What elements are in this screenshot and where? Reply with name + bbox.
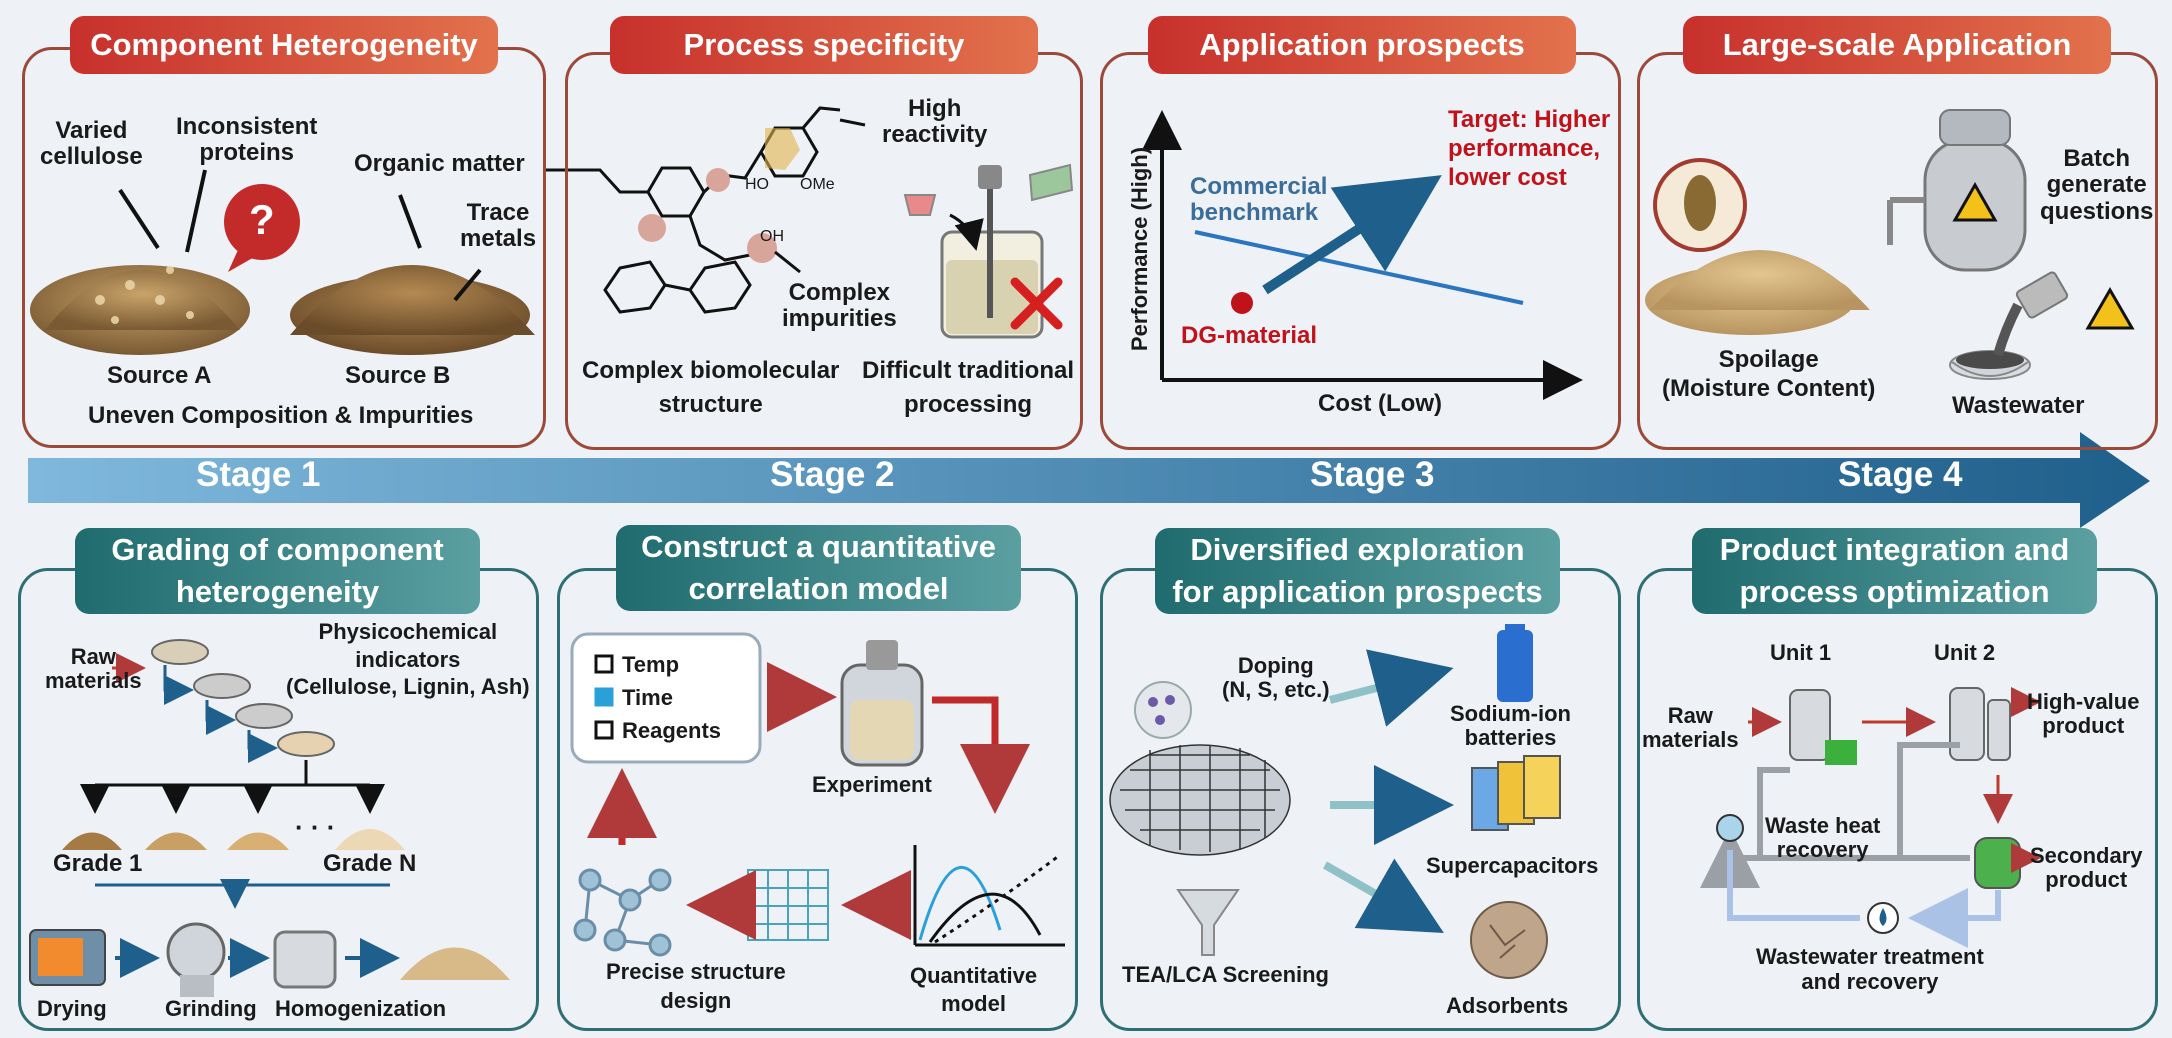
label-wastewater: Wastewater [1952,392,2085,419]
label-oh: OH [760,228,784,245]
label-complex-biomolecular: Complex biomolecular structure [582,357,840,418]
caption-uneven: Uneven Composition & Impurities [88,402,474,429]
battery-icon [1497,630,1533,702]
label-dots: · · · [295,812,336,842]
label-target: Target: Higher performance, lower cost [1448,106,1611,191]
label-complex-impurities: Complex impurities [782,279,897,333]
stage-arrow [28,432,2150,528]
label-source-b: Source B [345,362,451,389]
label-ho: HO [745,176,769,193]
title-diversified: Diversified exploration for application … [1155,528,1560,614]
title-component-heterogeneity: Component Heterogeneity [70,16,498,74]
molecular-structure-icon [573,868,672,957]
label-homogenization: Homogenization [275,996,447,1021]
label-unit-1: Unit 1 [1770,640,1832,665]
label-difficult-processing: Difficult traditional processing [862,357,1074,418]
stage-1-label: Stage 1 [196,455,321,494]
funnel-icon [1176,889,1240,956]
label-wastewater-treatment: Wastewater treatment and recovery [1756,944,1984,995]
label-organic-matter: Organic matter [354,150,525,177]
graphene-sheet-icon [1109,744,1291,856]
target-arrow [1262,175,1442,295]
label-dg-material: DG-material [1181,322,1318,349]
label-grinding: Grinding [165,996,257,1021]
label-raw-materials: Raw materials [45,644,142,694]
label-ome: OMe [800,176,835,193]
label-precise-design: Precise structure design [606,959,786,1013]
label-source-a: Source A [107,362,212,389]
x-axis-label: Cost (Low) [1318,390,1442,417]
label-varied-cellulose: Varied cellulose [40,117,143,171]
question-mark: ? [249,196,275,243]
adsorbent-icon [1470,901,1548,979]
param-reagents: Reagents [622,718,722,743]
label-high-value-product: High-value product [2027,689,2140,739]
label-secondary-product: Secondary product [2030,843,2143,893]
question-bubble-icon [224,184,300,260]
stage-3-label: Stage 3 [1310,455,1435,494]
title-application-prospects: Application prospects [1148,16,1576,74]
dg-material-point [1231,292,1253,314]
title-grading: Grading of component heterogeneity [75,528,480,614]
title-integration: Product integration and process optimiza… [1692,528,2097,614]
label-doping: Doping (N, S, etc.) [1222,653,1330,703]
performance-cost-chart [1142,110,1583,400]
label-adsorbents: Adsorbents [1446,993,1569,1018]
stage-4-label: Stage 4 [1838,455,1963,494]
recycle-node-icon [1716,814,1744,842]
label-unit-2: Unit 2 [1934,640,1996,665]
label-tea-lca: TEA/LCA Screening [1122,962,1329,987]
title-process-specificity: Process specificity [610,16,1038,74]
label-experiment: Experiment [812,772,932,797]
label-supercapacitors: Supercapacitors [1426,853,1599,878]
label-spoilage: Spoilage (Moisture Content) [1662,346,1876,402]
title-quantitative: Construct a quantitative correlation mod… [616,525,1021,611]
label-sodium-ion: Sodium-ion batteries [1450,701,1571,751]
label-grade-1: Grade 1 [53,850,143,877]
label-quantitative-model: Quantitative model [910,963,1038,1016]
label-raw-materials-2: Raw materials [1642,703,1739,753]
label-trace-metals: Trace metals [460,199,537,253]
param-time: Time [622,685,673,710]
stage-2-label: Stage 2 [770,455,895,494]
quantitative-model-plot [913,845,1065,947]
y-axis-label: Performance (High) [1127,146,1152,352]
parameter-box [570,632,762,764]
label-inconsistent-proteins: Inconsistent proteins [176,113,318,167]
label-physicochemical: Physicochemical indicators (Cellulose, L… [286,619,530,699]
label-batch-generate: Batch generate questions [2040,145,2154,225]
label-commercial-benchmark: Commercial benchmark [1190,173,1328,227]
label-grade-n: Grade N [323,850,417,877]
title-large-scale: Large-scale Application [1683,16,2111,74]
label-drying: Drying [37,996,107,1021]
label-high-reactivity: High reactivity [882,95,988,149]
unit1-icon [1789,689,1831,761]
param-temp: Temp [622,652,680,677]
label-waste-heat: Waste heat recovery [1765,813,1881,863]
